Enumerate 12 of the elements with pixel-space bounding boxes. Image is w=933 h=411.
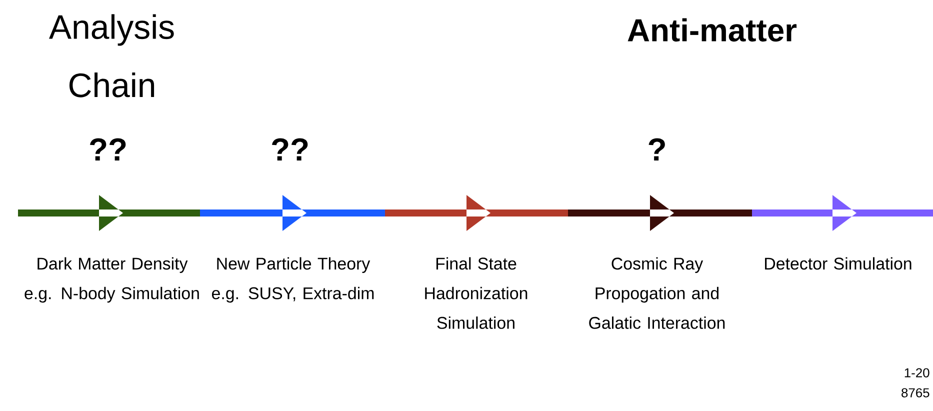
heading: Analysis Chain bbox=[49, 14, 174, 98]
step-label: New Particle Theory e.g. SUSY, Extra-dim bbox=[212, 257, 374, 303]
heading: Anti-matter bbox=[628, 18, 797, 42]
step-label: Detector Simulation bbox=[765, 257, 912, 270]
step-label: Final State Hadronization Simulation bbox=[425, 257, 528, 329]
figure-number: 8765 bbox=[902, 388, 930, 398]
question-marks: ?? bbox=[90, 138, 126, 160]
figure-number: 1-20 bbox=[904, 368, 930, 378]
question-marks: ?? bbox=[272, 138, 308, 160]
step-label: Cosmic Ray Propogation and Galatic Interaction bbox=[589, 257, 725, 329]
step-label: Dark Matter Density e.g. N-body Simulation bbox=[24, 257, 199, 303]
question-marks: ? bbox=[648, 138, 665, 160]
